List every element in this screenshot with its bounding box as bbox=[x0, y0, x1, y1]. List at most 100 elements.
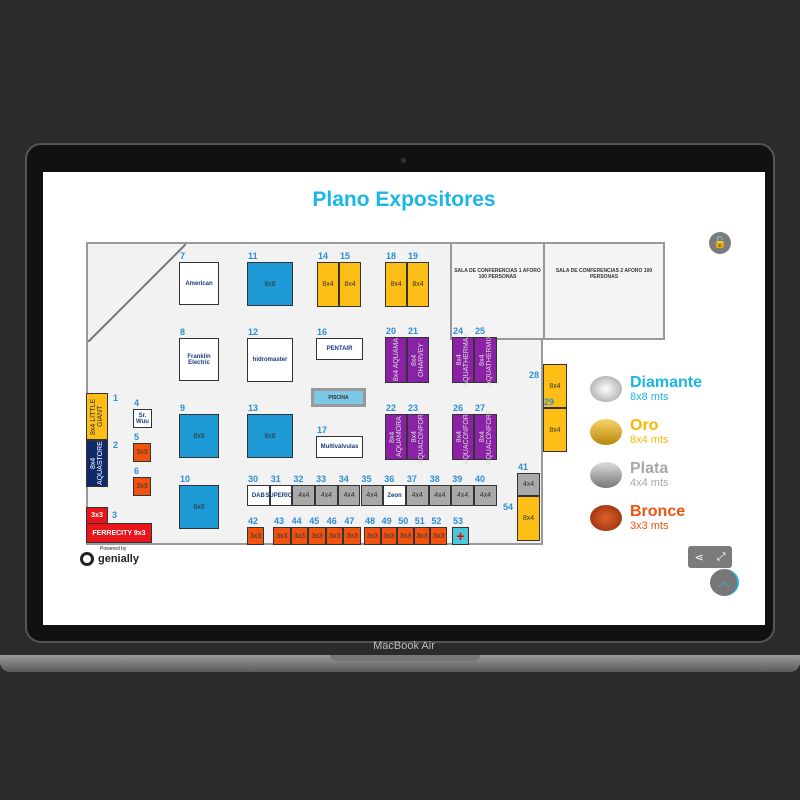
booth-label: 8x8 bbox=[264, 280, 276, 288]
booth-15[interactable]: 8x4 bbox=[339, 262, 361, 307]
booth-31[interactable]: SUPERIOR bbox=[265, 485, 297, 506]
booth-number: 17 bbox=[317, 425, 328, 435]
booth-number: 47 bbox=[344, 516, 355, 526]
booth-25[interactable]: 8x4 AQUATHERMIX bbox=[474, 335, 497, 385]
booth-42[interactable]: 3x3 bbox=[247, 527, 264, 545]
booth-51[interactable]: 3x3 bbox=[413, 527, 431, 545]
chevron-up-icon[interactable]: ︿ bbox=[710, 569, 739, 596]
booth-7[interactable]: American bbox=[179, 262, 219, 305]
booth-number: 32 bbox=[293, 474, 304, 484]
booth-52[interactable]: 3x3 bbox=[430, 527, 447, 545]
legend-size: 3x3 mts bbox=[630, 520, 669, 532]
legend-name: Plata bbox=[630, 460, 669, 477]
booth-54[interactable]: 8x4 bbox=[517, 496, 540, 541]
booth-9[interactable]: 8x8 bbox=[179, 414, 219, 458]
booth-40[interactable]: 4x4 bbox=[474, 485, 497, 506]
booth-label: 8x4 LITTLE GIANT bbox=[90, 398, 104, 435]
booth-39[interactable]: 4x4 bbox=[451, 485, 474, 506]
booth-number: 28 bbox=[529, 370, 540, 380]
booth-number: 30 bbox=[248, 474, 259, 484]
booth-30[interactable]: DAB bbox=[247, 485, 270, 506]
booth-38[interactable]: 4x4 bbox=[428, 485, 452, 506]
booth-label: 4x4 bbox=[298, 492, 310, 499]
booth-number: 35 bbox=[361, 474, 372, 484]
booth-13[interactable]: 8x8 bbox=[247, 414, 293, 458]
booth-53[interactable]: + bbox=[452, 527, 469, 545]
booth-33[interactable]: 4x4 bbox=[315, 485, 338, 506]
booth-37[interactable]: 4x4 bbox=[405, 485, 429, 506]
booth-24[interactable]: 8x4 AQUATHERMAX bbox=[452, 333, 474, 387]
booth-22[interactable]: 8x4 AQUAMORA bbox=[385, 414, 407, 460]
booth-20[interactable]: 8x4 AQUAMA bbox=[385, 337, 407, 383]
booth-17[interactable]: Multiválvulas bbox=[316, 436, 363, 458]
booth-label: PISCINA bbox=[328, 394, 349, 401]
booth-43[interactable]: 3x3 bbox=[273, 527, 291, 545]
booth-label: Franklin Electric bbox=[187, 353, 211, 366]
booth-label: 3x3 bbox=[416, 532, 428, 540]
booth-10[interactable]: 8x8 bbox=[179, 485, 219, 529]
legend-size: 8x8 mts bbox=[630, 391, 669, 403]
booth-8[interactable]: Franklin Electric bbox=[179, 338, 219, 381]
booth[interactable]: 3x3 bbox=[86, 507, 108, 524]
booth[interactable]: PISCINA bbox=[311, 388, 366, 407]
fullscreen-icon[interactable]: ⤢ bbox=[716, 550, 726, 563]
booth-label: 3x3 bbox=[399, 532, 412, 540]
booth-number: 36 bbox=[384, 474, 395, 484]
booth-19[interactable]: 8x4 bbox=[407, 262, 429, 307]
booth-3[interactable]: FERRECITY 9x3 bbox=[86, 523, 152, 543]
booth-number: 26 bbox=[453, 403, 464, 413]
booth-1[interactable]: 8x4 LITTLE GIANT bbox=[86, 393, 108, 440]
powered-by: Powered by bbox=[100, 546, 127, 552]
share-toolbar: ⋖⤢ bbox=[688, 546, 732, 568]
booth-5[interactable]: 3x3 bbox=[133, 443, 151, 462]
booth-number: 33 bbox=[316, 474, 327, 484]
booth-label: 8x4 bbox=[390, 281, 402, 288]
booth-50[interactable]: 3x3 bbox=[397, 527, 414, 545]
booth-number: 41 bbox=[518, 462, 529, 472]
booth-36[interactable]: Zeon bbox=[383, 485, 406, 506]
booth-44[interactable]: 3x3 bbox=[290, 527, 309, 545]
booth-48[interactable]: 3x3 bbox=[364, 527, 381, 545]
booth-11[interactable]: 8x8 bbox=[247, 262, 293, 306]
booth-number: 15 bbox=[340, 251, 351, 261]
booth-28[interactable]: 8x4 bbox=[543, 364, 567, 408]
booth-32[interactable]: 4x4 bbox=[292, 485, 316, 506]
booth-14[interactable]: 8x4 bbox=[317, 262, 339, 307]
booth-label: 8x4 AQUACONFORT bbox=[411, 409, 425, 465]
booth-21[interactable]: 8x4 OHARVEY bbox=[407, 337, 429, 383]
booth-29[interactable]: 8x4 bbox=[543, 408, 567, 452]
booth-2[interactable]: 8x4 AQUASTORE bbox=[86, 440, 108, 487]
booth-label: 3x3 bbox=[293, 532, 306, 540]
booth-41[interactable]: 4x4 bbox=[517, 473, 540, 496]
booth-number: 3 bbox=[112, 510, 118, 520]
booth-label: 3x3 bbox=[311, 532, 323, 540]
booth-23[interactable]: 8x4 AQUACONFORT bbox=[407, 410, 429, 464]
booth-46[interactable]: 3x3 bbox=[325, 527, 344, 545]
booth-34[interactable]: 4x4 bbox=[337, 485, 361, 506]
booth-label: 8x4 bbox=[522, 515, 535, 522]
booth-number: 31 bbox=[270, 474, 281, 484]
booth-18[interactable]: 8x4 bbox=[385, 262, 407, 307]
conference-room-2: SALA DE CONFERENCIAS 2 AFORO 100 PERSONA… bbox=[543, 242, 665, 340]
booth-49[interactable]: 3x3 bbox=[380, 527, 398, 545]
booth-4[interactable]: Sr. Wuu bbox=[133, 409, 152, 428]
share-icon[interactable]: ⋖ bbox=[694, 551, 704, 564]
booth-12[interactable]: hidromaster bbox=[247, 338, 293, 382]
booth-6[interactable]: 3x3 bbox=[133, 477, 151, 496]
lock-icon[interactable]: 🔓 bbox=[709, 232, 731, 254]
booth-label: Sr. Wuu bbox=[136, 412, 149, 425]
booth-label: 4x4 bbox=[343, 492, 355, 499]
booth-26[interactable]: 8x4 AQUACONFORT bbox=[452, 410, 474, 464]
booth-47[interactable]: 3x3 bbox=[343, 527, 361, 545]
booth-label: 3x3 bbox=[366, 532, 378, 540]
booth-16[interactable]: PENTAIR bbox=[316, 338, 363, 360]
booth-number: 2 bbox=[113, 440, 119, 450]
booth-27[interactable]: 8x4 AQUACONFORT bbox=[474, 410, 497, 464]
booth-number: 20 bbox=[386, 326, 397, 336]
booth-45[interactable]: 3x3 bbox=[308, 527, 326, 545]
booth-35[interactable]: 4x4 bbox=[360, 485, 384, 506]
booth-label: 3x3 bbox=[276, 532, 288, 540]
